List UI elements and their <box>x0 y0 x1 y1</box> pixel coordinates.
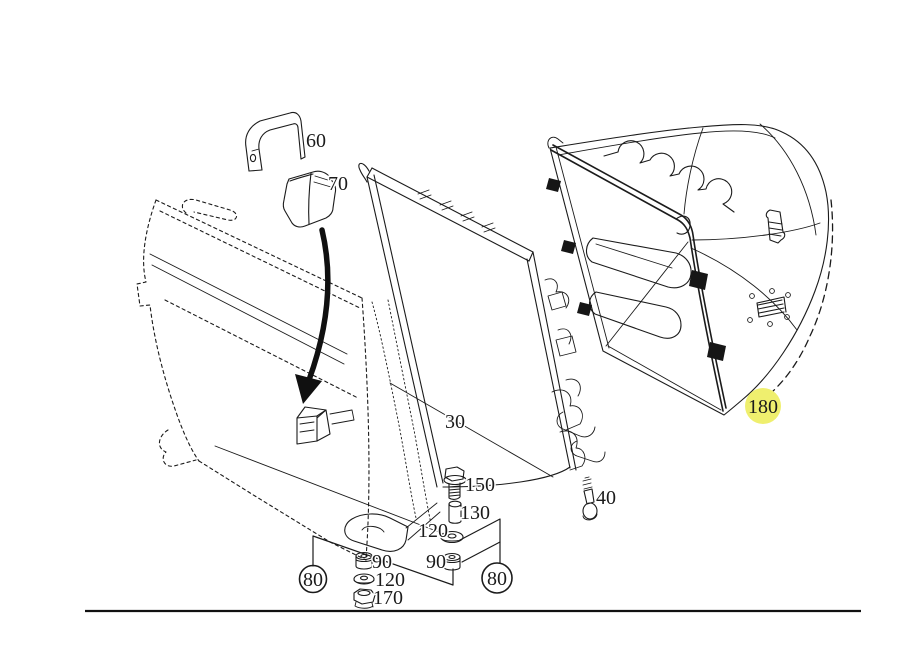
callout-90-right: 90 <box>426 551 446 573</box>
radiator-drawing <box>344 162 606 552</box>
callout-40: 40 <box>596 487 616 509</box>
fan-shroud-drawing <box>546 123 834 416</box>
group-circle-right <box>481 562 513 594</box>
callout-60: 60 <box>306 130 326 152</box>
callout-70: 70 <box>328 173 348 195</box>
callout-120-left: 120 <box>375 569 405 591</box>
callout-30: 30 <box>445 411 465 433</box>
collar-bolt-icon <box>443 466 467 500</box>
rubber-mount-cap-drawing <box>282 170 337 228</box>
callout-150: 150 <box>465 474 495 496</box>
spacer-sleeve-icon <box>448 500 462 524</box>
callout-170: 170 <box>373 587 403 609</box>
highlight-circle <box>745 388 781 424</box>
lock-nut-icon <box>353 588 376 609</box>
washer-left-icon <box>353 573 375 585</box>
callout-130: 130 <box>460 502 490 524</box>
pointer-arrow <box>295 227 331 404</box>
condenser-assembly-drawing <box>136 198 554 561</box>
callout-90-left: 90 <box>372 551 392 573</box>
leader-lines <box>312 518 501 586</box>
rubber-mount-left-icon <box>355 551 373 570</box>
rubber-mount-right-icon <box>443 552 461 571</box>
callout-80-left: 80 <box>303 569 323 591</box>
hardware-icons <box>353 466 467 609</box>
drain-plug-drawing <box>582 476 598 521</box>
callout-120-right: 120 <box>418 520 448 542</box>
callout-180: 180 <box>748 396 778 418</box>
group-circle-left <box>298 564 328 594</box>
callout-labels: 60 70 30 40 150 130 120 90 90 120 170 80… <box>302 129 779 611</box>
callout-80-right: 80 <box>487 568 507 590</box>
retaining-bracket-drawing <box>245 111 306 172</box>
